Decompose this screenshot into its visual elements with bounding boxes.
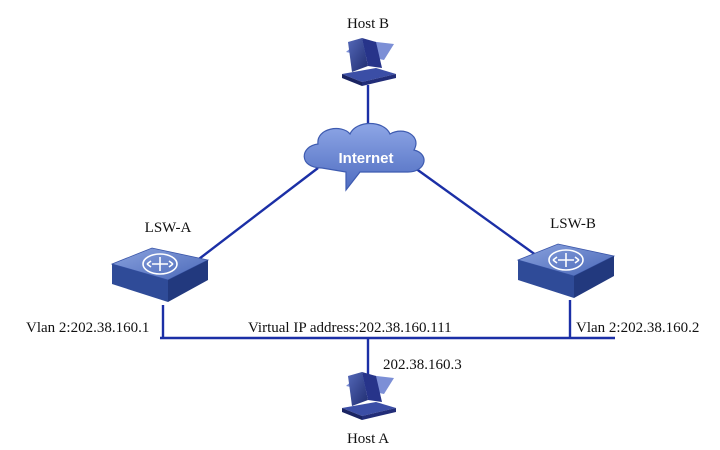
link-internet-lswb — [414, 167, 541, 259]
vlan-a-label: Vlan 2:202.38.160.1 — [26, 320, 149, 336]
host-a-computer-icon — [342, 372, 396, 420]
lsw-a-switch-icon — [110, 247, 210, 302]
vlan-b-label: Vlan 2:202.38.160.2 — [576, 320, 699, 336]
host-a-ip-label: 202.38.160.3 — [383, 357, 462, 373]
host-a-label: Host A — [347, 431, 389, 447]
internet-cloud-icon: Internet — [303, 122, 425, 192]
lsw-b-label: LSW-B — [550, 216, 596, 232]
host-b-label: Host B — [347, 16, 389, 32]
lsw-a-label: LSW-A — [145, 220, 192, 236]
internet-label: Internet — [338, 150, 393, 167]
host-b-computer-icon — [342, 38, 396, 86]
link-internet-lswa — [194, 167, 319, 263]
lsw-b-switch-icon — [516, 243, 616, 298]
virtual-ip-label: Virtual IP address:202.38.160.111 — [248, 320, 452, 336]
